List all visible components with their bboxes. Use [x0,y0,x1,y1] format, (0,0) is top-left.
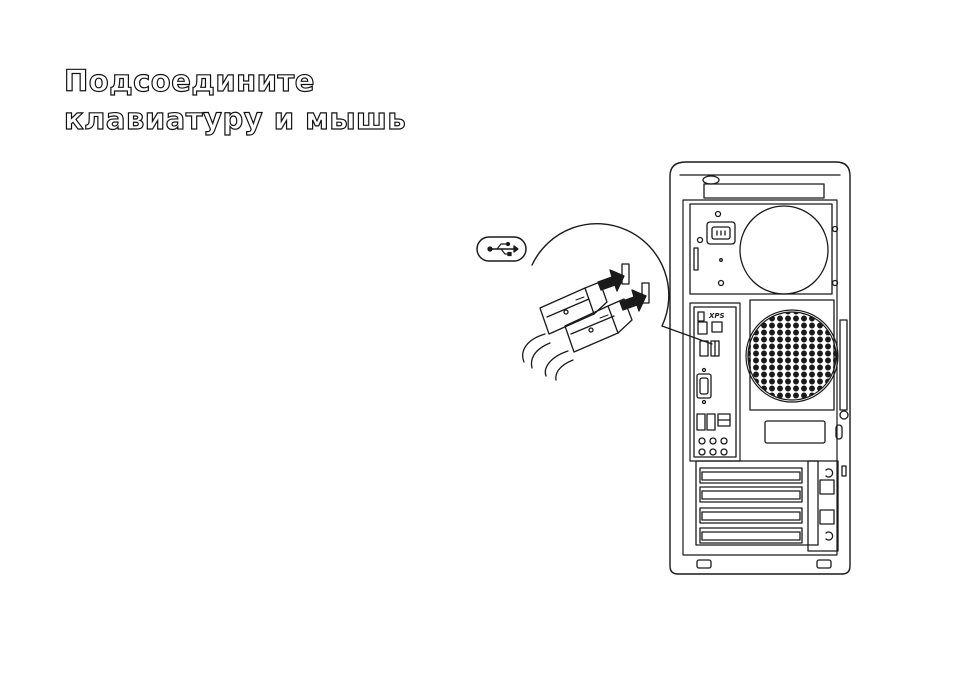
usb-port [622,264,629,284]
io-panel: XPS [690,303,740,461]
power-supply [694,206,838,294]
arrow-icon [598,270,624,291]
fan-grille [746,300,838,410]
svg-text:XPS: XPS [708,312,725,320]
usb-plug [540,282,607,334]
computer-tower: XPS [670,162,850,574]
usb-icon [477,237,526,261]
usb-connector-callout [523,224,712,380]
expansion-slots [696,461,846,551]
